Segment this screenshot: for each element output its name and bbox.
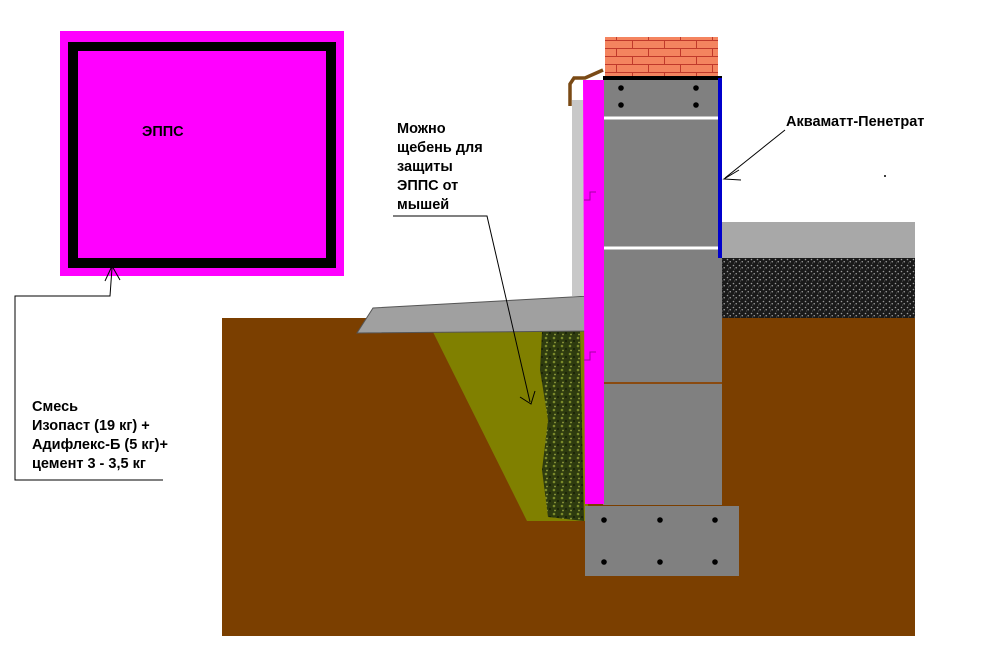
eps-inset: ЭППС bbox=[60, 31, 344, 276]
leader-lines bbox=[14, 129, 786, 481]
blind-area bbox=[356, 295, 590, 334]
footing-block bbox=[585, 506, 739, 576]
coating-leader bbox=[724, 129, 786, 179]
gravel-arrowhead bbox=[519, 390, 536, 405]
mix-arrowhead bbox=[104, 264, 121, 282]
eps-step-joint-upper bbox=[584, 191, 596, 201]
mix-label: Смесь Изопаст (19 кг) + Адифлекс-Б (5 кг… bbox=[32, 399, 172, 472]
mix-line-3: Адифлекс-Б (5 кг)+ bbox=[32, 437, 168, 453]
mix-line-1: Смесь bbox=[32, 399, 78, 415]
gravel-leader bbox=[393, 215, 531, 403]
gravel-note-label: Можно щебень для защиты ЭППС от мышей bbox=[397, 121, 487, 213]
gravel-line-3: защиты bbox=[397, 159, 453, 175]
floor-slab bbox=[722, 222, 915, 258]
sealant-frame-bottom bbox=[68, 258, 336, 268]
gravel-line-5: мышей bbox=[397, 197, 449, 213]
crushed-stone-protection bbox=[540, 330, 584, 521]
brick-wall bbox=[605, 37, 718, 77]
footing bbox=[585, 506, 739, 576]
coating-label: Акваматт-Пенетрат bbox=[786, 114, 924, 130]
gravel-line-2: щебень для bbox=[397, 140, 483, 156]
mix-leader bbox=[14, 267, 163, 481]
gravel-line-1: Можно bbox=[397, 121, 446, 137]
eps-inset-label: ЭППС bbox=[142, 124, 184, 140]
sealant-frame-top bbox=[68, 42, 336, 51]
sealant-frame-left bbox=[68, 42, 78, 268]
sealant-frame-right bbox=[326, 42, 336, 268]
penetrating-coating bbox=[718, 78, 722, 258]
drain-pipe bbox=[568, 68, 604, 106]
stray-dot bbox=[884, 175, 886, 177]
eps-step-joint-lower bbox=[584, 351, 596, 361]
foundation-wall bbox=[603, 78, 722, 505]
waterproof-strip bbox=[603, 76, 722, 80]
mix-line-2: Изопаст (19 кг) + bbox=[32, 418, 150, 434]
eps-board bbox=[60, 31, 344, 276]
mix-line-4: цемент 3 - 3,5 кг bbox=[32, 456, 146, 472]
gravel-line-4: ЭППС от bbox=[397, 178, 458, 194]
outer-gravel-layer bbox=[722, 258, 915, 318]
coating-arrowhead bbox=[722, 169, 742, 181]
eps-insulation bbox=[583, 80, 604, 504]
wall-blocks bbox=[603, 78, 722, 505]
